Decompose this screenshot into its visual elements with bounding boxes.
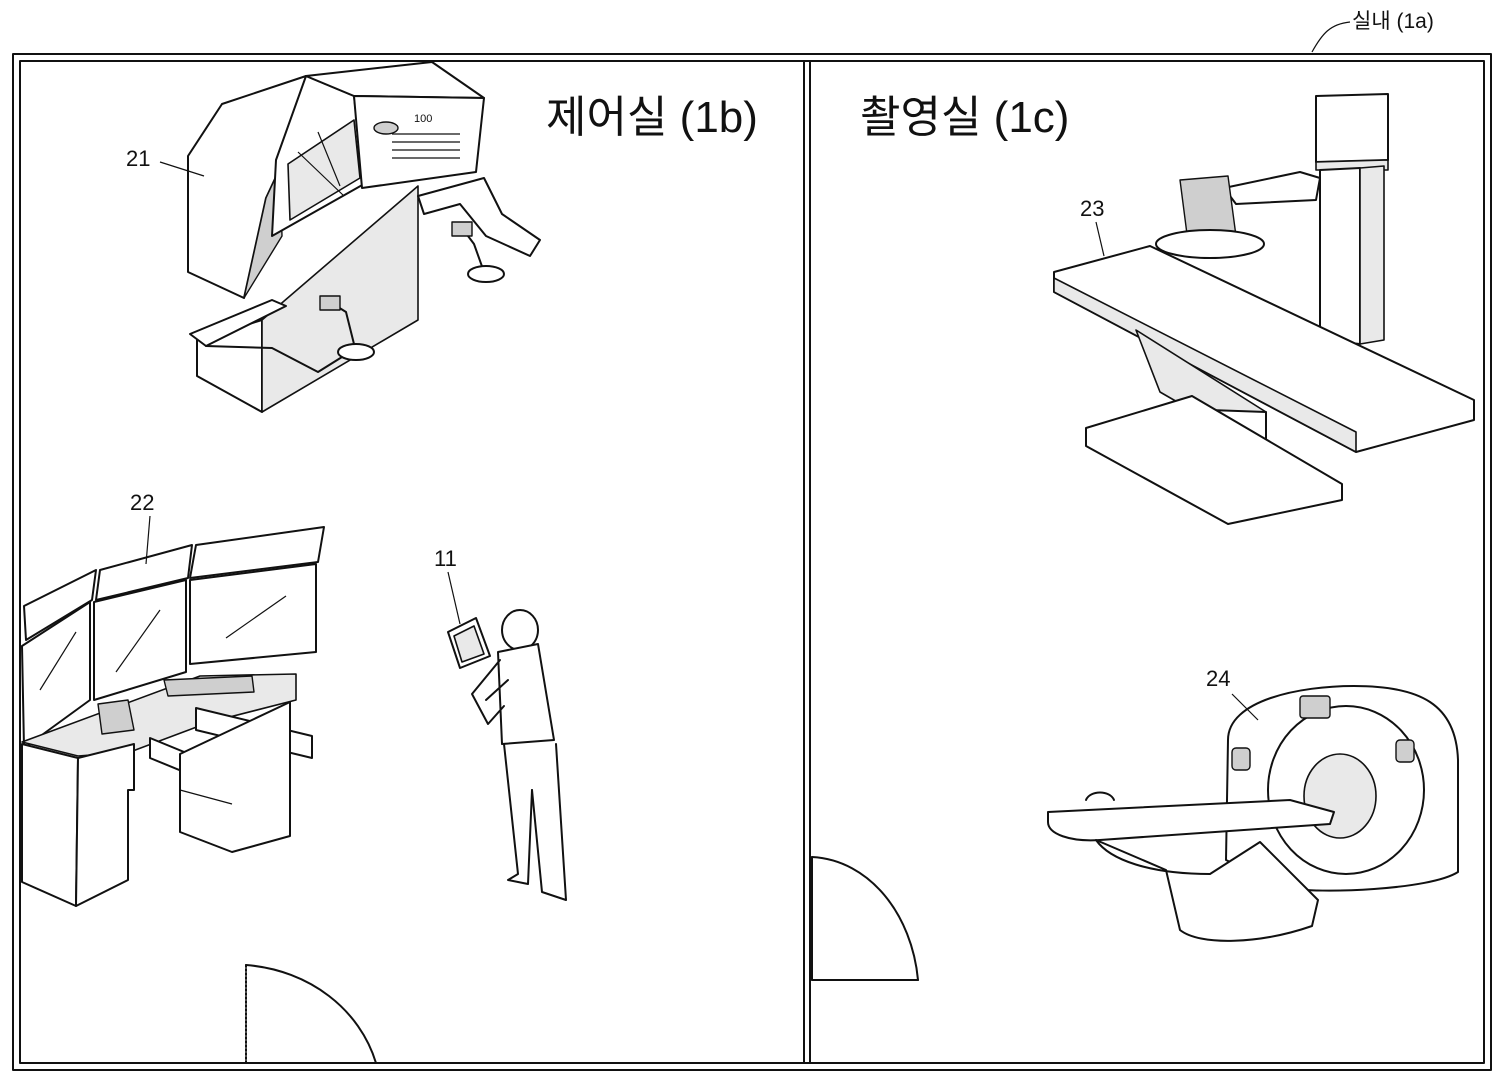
ref-23-leader	[1096, 222, 1104, 256]
ref-24: 24	[1206, 666, 1230, 691]
ref-11-leader	[448, 572, 460, 624]
console-screen-number: 100	[414, 113, 432, 125]
door-control-room	[246, 965, 376, 1063]
xray-table-device	[1054, 94, 1474, 524]
ref-21: 21	[126, 146, 150, 171]
building-label: 실내 (1a)	[1352, 10, 1434, 33]
user-with-tablet	[448, 610, 566, 900]
ref-22: 22	[130, 490, 154, 515]
ct-scanner-device	[1048, 686, 1458, 941]
imaging-room-title: 촬영실 (1c)	[860, 93, 1069, 142]
building-label-leader	[1312, 22, 1350, 52]
door-imaging-room	[812, 857, 918, 980]
surgeon-console-device: 100	[188, 62, 540, 412]
ref-11: 11	[434, 546, 457, 571]
monitor-workstation-device	[22, 527, 324, 906]
control-room-title: 제어실 (1b)	[546, 93, 758, 142]
ref-23: 23	[1080, 196, 1104, 221]
